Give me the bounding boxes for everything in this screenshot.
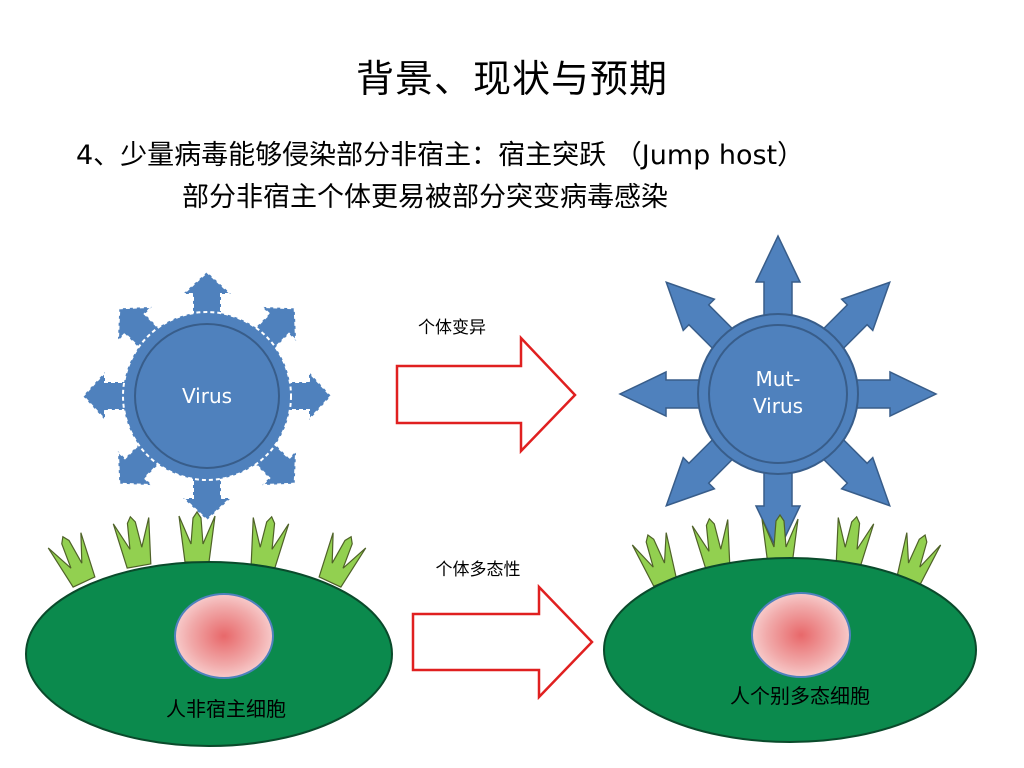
subtitle-line-1: 4、少量病毒能够侵染部分非宿主：宿主突跃 （Jump host） <box>76 140 805 171</box>
virus-right-label-line1: Mut- <box>756 367 801 391</box>
cell-left-label: 人非宿主细胞 <box>166 697 286 721</box>
virus-right-core <box>708 324 848 464</box>
receptor-left <box>244 513 291 570</box>
receptor-left <box>45 528 101 591</box>
slide-title: 背景、现状与预期 <box>355 57 668 101</box>
cell-right: 人个别多态细胞 <box>603 513 977 743</box>
subtitle-line-2: 部分非宿主个体更易被部分突变病毒感染 <box>182 182 668 213</box>
arrow-polymorphism: 个体多态性 <box>411 560 594 701</box>
arrow-polymorphism-label: 个体多态性 <box>436 560 521 580</box>
virus-left-label: Virus <box>182 384 232 408</box>
virus-left-core <box>134 323 280 469</box>
virus-right-spike <box>619 371 707 417</box>
cell-right-label: 人个别多态细胞 <box>730 684 870 708</box>
virus-right-spike <box>755 235 801 323</box>
receptor-left <box>178 511 216 563</box>
arrow-mutation: 个体变异 <box>395 318 577 455</box>
receptor-left <box>111 513 158 570</box>
virus-right: Mut- Virus <box>619 235 937 553</box>
virus-right-spike <box>849 371 937 417</box>
cell-left: 人非宿主细胞 <box>25 511 393 747</box>
arrow-mutation-label: 个体变异 <box>418 318 486 338</box>
virus-right-label-line2: Virus <box>753 394 803 418</box>
cell-left-nucleus <box>174 593 274 679</box>
virus-left: Virus <box>82 271 332 521</box>
cell-right-nucleus <box>751 592 851 678</box>
virus-left-spike <box>82 371 130 421</box>
virus-left-spike <box>182 473 232 521</box>
